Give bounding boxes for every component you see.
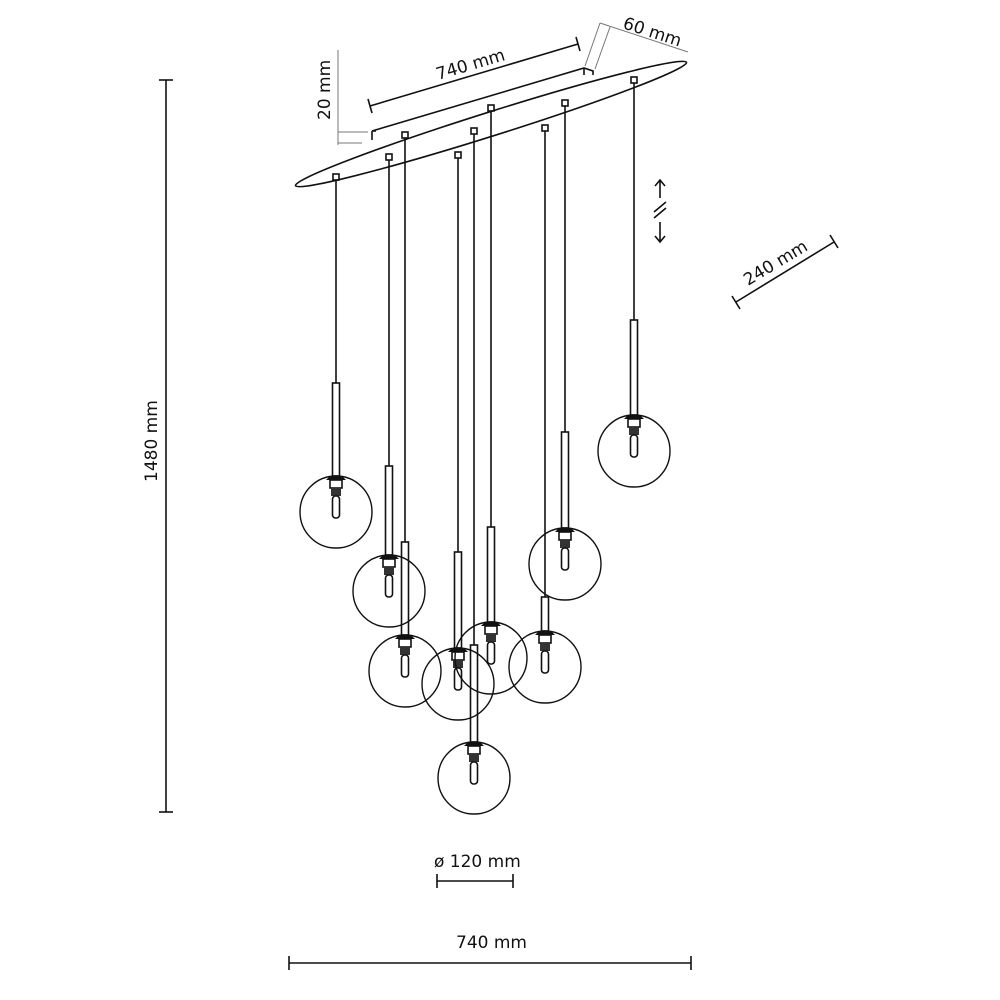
socket-cap	[326, 476, 346, 480]
canopy-mount	[371, 67, 594, 140]
cable-anchor	[401, 131, 409, 139]
socket	[451, 651, 465, 661]
socket-cap	[624, 415, 644, 419]
tube	[629, 319, 639, 416]
dim-total-width: 740 mm	[288, 933, 692, 970]
cable-anchor	[470, 127, 478, 135]
tube	[469, 644, 479, 743]
socket-cap	[555, 528, 575, 532]
bulb	[486, 641, 496, 665]
dim-canopy-height: 20 mm	[315, 50, 368, 145]
dim-total-height: 1480 mm	[142, 79, 173, 813]
socket	[382, 558, 396, 568]
tube	[560, 431, 570, 529]
socket	[558, 531, 572, 541]
tube	[453, 551, 463, 649]
socket-cap	[448, 648, 468, 652]
socket	[627, 418, 641, 428]
pendant	[437, 127, 511, 815]
socket-thread	[629, 427, 639, 435]
cable-anchor	[454, 151, 462, 159]
socket-thread	[331, 488, 341, 496]
socket-cap	[395, 635, 415, 639]
socket-thread	[453, 660, 463, 668]
socket-thread	[540, 643, 550, 651]
socket-thread	[469, 754, 479, 762]
glass-globe	[352, 554, 426, 628]
dim-canopy-length: 740 mm	[367, 36, 581, 114]
socket-thread	[486, 634, 496, 642]
tube	[540, 596, 550, 632]
pendant	[421, 151, 495, 721]
cable-anchor	[630, 76, 638, 84]
pendant	[299, 173, 373, 549]
glass-globe	[299, 475, 373, 549]
tube	[400, 541, 410, 636]
socket-cap	[481, 622, 501, 626]
pendant	[368, 131, 442, 708]
pendants	[299, 76, 671, 815]
label-total-width: 740 mm	[456, 933, 527, 953]
cable-anchor	[385, 153, 393, 161]
socket-cap	[379, 555, 399, 559]
bulb	[331, 495, 341, 519]
bulb	[540, 650, 550, 674]
bulb	[629, 434, 639, 458]
glass-globe	[368, 634, 442, 708]
pendant	[352, 153, 426, 628]
label-globe-diameter: ø 120 mm	[434, 852, 521, 872]
canopy-plate	[294, 60, 688, 188]
label-canopy-length: 740 mm	[434, 45, 508, 84]
label-canopy-height: 20 mm	[315, 60, 335, 120]
socket	[484, 625, 498, 635]
glass-globe	[528, 527, 602, 601]
cable-anchor	[541, 124, 549, 132]
socket	[329, 479, 343, 489]
pendant	[508, 124, 582, 704]
glass-globe	[437, 741, 511, 815]
label-canopy-depth: 60 mm	[620, 14, 683, 52]
bulb	[400, 654, 410, 678]
label-total-height: 1480 mm	[142, 400, 162, 482]
bulb	[384, 574, 394, 598]
socket-thread	[560, 540, 570, 548]
glass-globe	[454, 621, 528, 695]
pendant	[454, 104, 528, 695]
glass-globe	[421, 647, 495, 721]
pendant	[597, 76, 671, 488]
dim-globe-diameter: ø 120 mm	[434, 852, 521, 888]
tube	[486, 526, 496, 623]
socket-thread	[384, 567, 394, 575]
glass-globe	[597, 414, 671, 488]
socket-thread	[400, 647, 410, 655]
cable-anchor	[561, 99, 569, 107]
bulb	[560, 547, 570, 571]
tube	[384, 465, 394, 556]
tube	[331, 382, 341, 477]
pendant	[528, 99, 602, 601]
bulb	[469, 761, 479, 785]
socket	[538, 634, 552, 644]
adjustable-height-icon	[653, 178, 667, 244]
socket	[467, 745, 481, 755]
label-canopy-width: 240 mm	[740, 237, 811, 291]
socket-cap	[535, 631, 555, 635]
canopy	[294, 60, 688, 188]
socket	[398, 638, 412, 648]
dim-canopy-width: 240 mm	[731, 234, 839, 310]
glass-globe	[508, 630, 582, 704]
socket-cap	[464, 742, 484, 746]
dim-canopy-depth: 60 mm	[584, 14, 689, 70]
